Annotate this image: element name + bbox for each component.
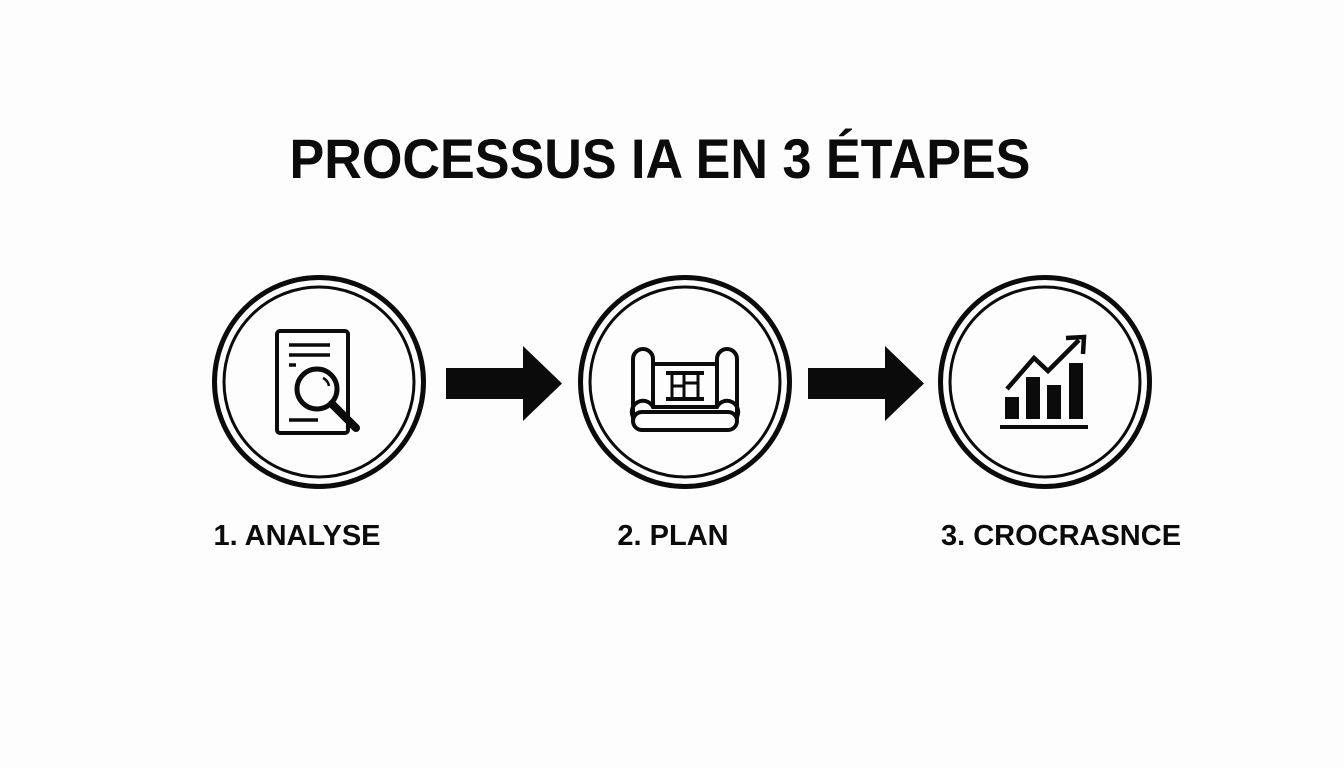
growth-chart-icon (938, 275, 1152, 489)
step-3-circle (938, 275, 1152, 489)
step-1-circle (212, 275, 426, 489)
arrow-right-icon (808, 345, 926, 423)
step-3-label: 3. CROCRASNCE (940, 520, 1182, 552)
diagram-title: PROCESSUS IA EN 3 ÉTAPES (289, 127, 1031, 190)
blueprint-scroll-icon (578, 275, 792, 489)
step-2-circle (578, 275, 792, 489)
step-1-label: 1. ANALYSE (213, 520, 381, 552)
arrow-right-icon (446, 345, 564, 423)
document-magnifier-icon (212, 275, 426, 489)
step-2-label: 2. PLAN (617, 520, 729, 552)
